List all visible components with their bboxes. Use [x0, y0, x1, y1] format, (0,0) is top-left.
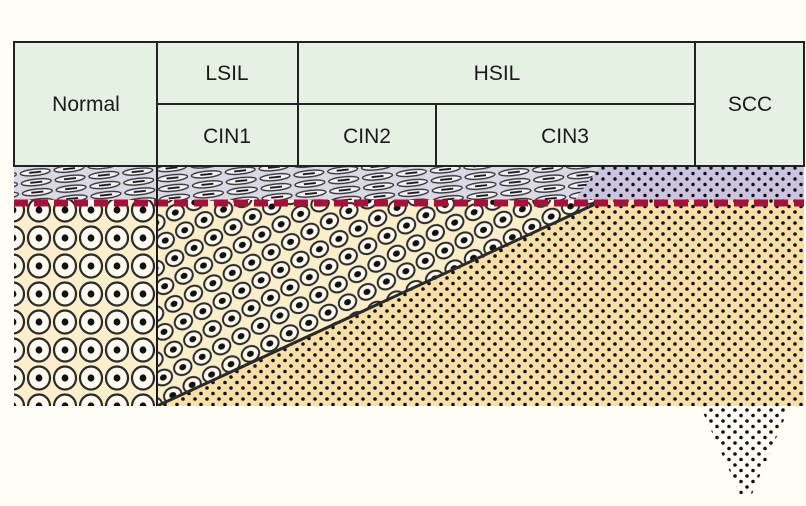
- superficial-atypia: [575, 166, 806, 200]
- superficial-layer: [14, 166, 614, 200]
- label-normal: Normal: [52, 93, 120, 116]
- classification-table: Normal LSIL HSIL SCC CIN1 CIN2 CIN3: [14, 42, 804, 166]
- label-lsil: LSIL: [205, 62, 248, 85]
- invasion-dots: [700, 406, 790, 494]
- normal-epithelium: [14, 200, 157, 406]
- label-cin2: CIN2: [343, 125, 391, 148]
- invasive-funnel: [700, 406, 790, 494]
- label-cin3: CIN3: [541, 125, 589, 148]
- label-hsil: HSIL: [474, 62, 521, 85]
- label-cin1: CIN1: [203, 125, 251, 148]
- tissue-section: [14, 166, 806, 406]
- label-scc: SCC: [728, 93, 772, 116]
